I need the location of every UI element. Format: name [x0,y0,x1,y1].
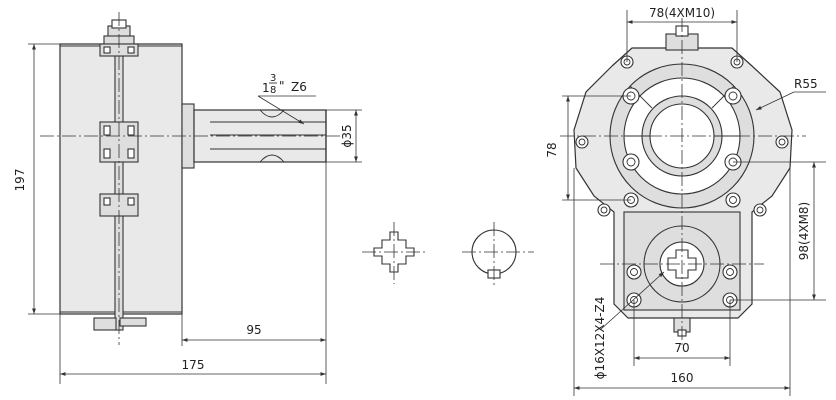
left-dimension-label: 78 [545,142,559,157]
bottom-inner-label: 70 [674,341,689,355]
right-dimension-label: 98(4XM8) [797,202,811,260]
top-dimension-label: 78(4XM10) [649,6,715,20]
thread-inch-mark: " [279,79,285,93]
front-view: 78(4XM10) R55 78 98(4XM8) 70 160 ϕ16X12X… [545,6,826,396]
bottom-outer-label: 160 [671,371,694,385]
thread-whole: 1 [262,81,270,95]
keyed-shaft-section [462,222,534,286]
shaft-diameter-label: ϕ35 [340,124,354,147]
spline-section [362,222,426,284]
spline-label: Z6 [291,80,307,94]
thread-denominator: 8 [270,85,276,96]
upper-bolt-holes [575,55,789,217]
shaft-length-label: 95 [246,323,261,337]
bore-label: ϕ16X12X4-Z4 [593,297,607,380]
side-view: 197 175 95 ϕ35 1 3 8 " Z6 [13,12,362,384]
height-label: 197 [13,169,27,192]
clamp-upper [99,43,139,57]
length-label: 175 [182,358,205,372]
radius-label: R55 [794,77,818,91]
thread-numerator: 3 [270,73,276,84]
